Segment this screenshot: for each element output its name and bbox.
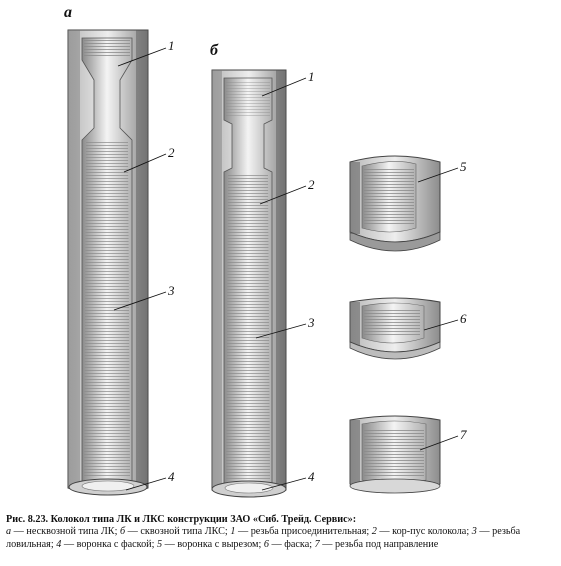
panel-label-a: а [64,4,72,21]
panel-label-b: б [210,42,219,59]
part-chamfer [349,297,441,360]
callout-7: 7 [460,427,467,442]
caption-key-6: 6 [263,538,269,550]
callout-b-2: 2 [308,177,315,192]
bell-tool-diagram: а б 1 2 3 4 1 2 3 4 5 6 7 [64,4,467,498]
part-guide-thread [349,415,441,494]
caption-key-5: 5 [157,538,163,550]
callout-b-3: 3 [307,315,315,330]
bell-a-connection-thread [84,40,130,58]
callout-a-4: 4 [168,469,175,484]
callout-6: 6 [460,311,467,326]
caption-text-7: — резьба под направление [319,538,439,550]
callout-a-2: 2 [168,145,175,160]
caption-text-5: — воронка с вырезом; [162,538,264,550]
caption-key-a: а [6,526,12,538]
bell-b-fishing-thread [226,174,270,480]
caption-key-2: 2 [371,526,377,538]
caption-text-1: — резьба присоединительная; [235,526,372,538]
caption-text-6: — фаска; [268,538,315,550]
caption-key-7: 7 [314,538,320,550]
caption-text-2: — кор-пус колокола; [376,526,472,538]
caption-text-4: — воронка с фаской; [61,538,157,550]
caption-key-4: 4 [56,538,62,550]
caption-text-3: — резьба ловильная; [6,526,521,550]
caption-key-1: 1 [230,526,236,538]
caption-text-a: — несквозной типа ЛК; [11,526,120,538]
callout-b-4: 4 [308,469,315,484]
part-funnel-with-cutout [349,155,441,252]
bell-a [67,29,149,496]
caption-text-b: — сквозной типа ЛКС; [125,526,231,538]
callout-a-3: 3 [167,283,175,298]
caption-key-3: 3 [471,526,477,538]
caption-title: Рис. 8.23. Колокол типа ЛК и ЛКС констру… [6,514,357,525]
callout-b-1: 1 [308,69,315,84]
bell-b [211,69,287,498]
bell-b-connection-thread [226,80,270,116]
caption-items: а — несквозной типа ЛК; б — сквозной тип… [6,526,520,549]
callout-a-1: 1 [168,38,175,53]
figure-caption: Рис. 8.23. Колокол типа ЛК и ЛКС констру… [6,514,554,551]
caption-key-b: б [119,526,126,538]
leader-lines [113,47,459,491]
callout-5: 5 [460,159,467,174]
bell-a-fishing-thread [84,142,130,478]
